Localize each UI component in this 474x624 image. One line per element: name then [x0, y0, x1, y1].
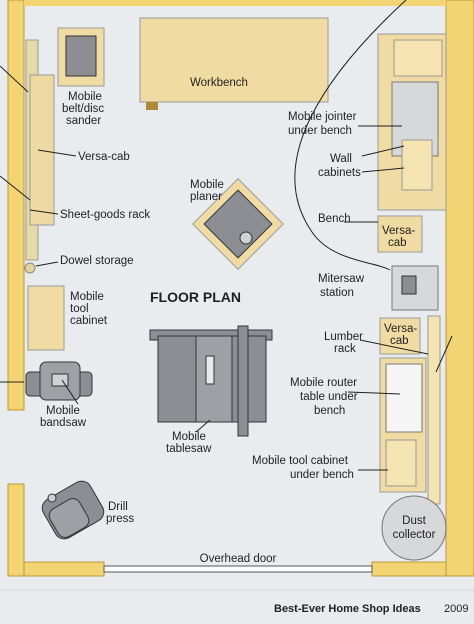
dust-label-2: collector — [393, 529, 436, 541]
jointer-label-2: under bench — [288, 125, 352, 137]
lumber-rack — [427, 315, 441, 505]
mitersaw-label-1: Mitersaw — [318, 273, 365, 285]
top-wall — [24, 0, 446, 6]
drill-label-2: press — [106, 513, 134, 525]
dust-label-1: Dust — [402, 515, 426, 527]
tool-cab-label-1: Mobile — [70, 291, 104, 303]
bench-label: Bench — [318, 213, 351, 225]
dust-collector — [381, 495, 447, 561]
footer-book-title: Best-Ever Home Shop Ideas — [274, 603, 421, 615]
mobile-tablesaw — [149, 325, 273, 437]
router-label-2: table under — [300, 391, 358, 403]
lumber-label-2: rack — [334, 343, 356, 355]
mitersaw-motor — [401, 275, 417, 295]
versa-cab-right-1 — [377, 215, 423, 253]
left-wall-upper — [7, 0, 25, 411]
overhead-door-label: Overhead door — [200, 553, 277, 565]
leader-lines — [0, 0, 453, 471]
toolcab-bench-label-2: under bench — [290, 469, 354, 481]
sander-label-1: Mobile — [68, 91, 102, 103]
versa-cab-left — [29, 74, 55, 226]
toolcab-bench-label-1: Mobile tool cabinet — [252, 455, 349, 467]
footer-page-number: 2009 — [444, 603, 468, 615]
planer-label-2: planer — [190, 191, 222, 203]
versa-cab-left-label: Versa-cab — [78, 151, 130, 163]
workbench-label: Workbench — [190, 77, 248, 89]
dowel-storage — [24, 262, 36, 274]
versa-cab-r2-label-1: Versa- — [384, 323, 417, 335]
jointer-label-1: Mobile jointer — [288, 111, 357, 123]
sander-label-2: belt/disc — [62, 103, 104, 115]
mitersaw-label-2: station — [320, 287, 354, 299]
wall-cab-label-1: Wall — [330, 153, 352, 165]
workbench-foot — [146, 102, 158, 110]
versa-cab-r2-label-2: cab — [390, 335, 409, 347]
mobile-tool-cabinet — [27, 285, 65, 351]
drill-press — [41, 480, 105, 540]
bottom-wall-left — [23, 561, 105, 577]
wall-cabinet-top — [393, 39, 443, 77]
sander-label-3: sander — [66, 115, 101, 127]
router-label-3: bench — [314, 405, 345, 417]
tool-cab-label-3: cabinet — [70, 315, 108, 327]
mobile-tool-cabinet-under-bench — [385, 439, 417, 487]
planer-label-1: Mobile — [190, 179, 224, 191]
router-table — [385, 363, 423, 433]
mobile-bandsaw — [25, 361, 93, 401]
tool-cab-label-2: tool — [70, 303, 89, 315]
bandsaw-label-2: bandsaw — [40, 417, 87, 429]
versa-cab-r1-label-1: Versa- — [382, 225, 415, 237]
wall-cabinet-lower — [401, 139, 433, 191]
right-wall — [445, 0, 474, 577]
versa-cab-r1-label-2: cab — [388, 237, 407, 249]
dowel-label: Dowel storage — [60, 255, 134, 267]
mobile-planer — [192, 178, 284, 270]
belt-disc-sander — [65, 35, 97, 77]
left-wall-lower — [7, 483, 25, 577]
workbench — [139, 17, 329, 103]
tablesaw-label-1: Mobile — [172, 431, 206, 443]
tablesaw-label-2: tablesaw — [166, 443, 212, 455]
walls — [7, 0, 474, 577]
bandsaw-label-1: Mobile — [46, 405, 80, 417]
overhead-door — [103, 565, 373, 573]
router-label-1: Mobile router — [290, 377, 357, 389]
wall-cab-label-2: cabinets — [318, 167, 361, 179]
drill-label-1: Drill — [108, 501, 128, 513]
sheet-goods-label: Sheet-goods rack — [60, 209, 150, 221]
lumber-label-1: Lumber — [324, 331, 363, 343]
diagram-title: FLOOR PLAN — [150, 289, 241, 305]
